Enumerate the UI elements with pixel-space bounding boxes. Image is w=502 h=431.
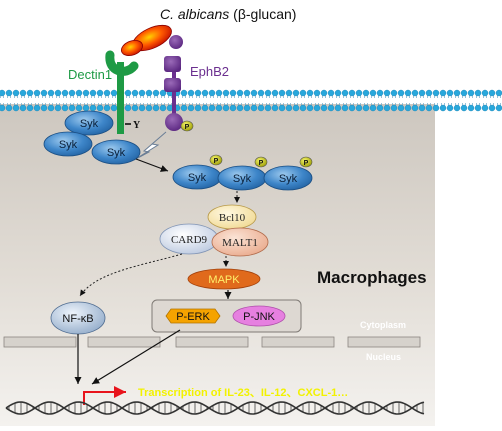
syk-activation-arrow	[135, 158, 169, 172]
phospho-syk-row: Syk P Syk P Syk P	[172, 154, 313, 191]
ephb2-label: EphB2	[190, 64, 229, 79]
syk-node	[43, 131, 93, 157]
syk-node-label: Syk	[233, 173, 252, 185]
malt1-node	[211, 227, 269, 257]
macrophages-label: Macrophages	[317, 268, 427, 287]
pjnk-node	[232, 305, 286, 327]
dna-helix	[5, 401, 425, 415]
pjnk-label: P-JNK	[243, 311, 275, 323]
phospho-badge	[299, 156, 313, 168]
transcription-label: Transcription of IL-23、IL-12、CXCL-1…	[138, 387, 348, 399]
syk-node-label: Syk	[188, 172, 207, 184]
card9-label: CARD9	[171, 234, 208, 246]
syk-node-label: Syk	[59, 139, 78, 151]
syk-node	[64, 110, 114, 136]
svg-text:P: P	[185, 124, 190, 131]
erk-jnk-to-dna-arrow	[91, 329, 181, 385]
phospho-badge-label: P	[214, 158, 219, 165]
nuclear-membrane	[3, 336, 421, 348]
phospho-badge	[209, 154, 223, 166]
ephb2-phospho-badge: P	[180, 120, 194, 132]
tyrosine-label: Y	[133, 120, 141, 131]
bcl10-label: Bcl10	[219, 212, 246, 224]
nucleus-label: Nucleus	[366, 352, 401, 362]
perk-label: P-ERK	[176, 311, 210, 323]
perk-node	[165, 308, 221, 324]
syk-cluster-membrane: Syk Syk Syk	[43, 110, 141, 165]
card9-to-nfkb-arrow	[79, 253, 183, 297]
dectin1-label: Dectin1	[68, 67, 112, 82]
syk-node-label: Syk	[279, 173, 298, 185]
cbm-complex: Bcl10 CARD9 MALT1	[159, 204, 269, 257]
mapk-node	[187, 268, 261, 290]
mapk-label: MAPK	[208, 274, 240, 286]
nfkb-label: NF-κB	[62, 313, 93, 325]
ephb2-receptor: EphB2 P	[164, 35, 229, 132]
beta-glucan-molecule	[120, 24, 172, 56]
promoter-arrow	[83, 386, 126, 405]
syk-node	[91, 139, 141, 165]
pathogen-title: C. albicans (β-glucan)	[160, 6, 296, 22]
phospho-badge-label: P	[304, 160, 309, 167]
syk-node-label: Syk	[107, 147, 126, 159]
phospho-badge	[254, 156, 268, 168]
malt1-label: MALT1	[222, 237, 258, 249]
syk-node-label: Syk	[80, 118, 99, 130]
phospho-badge-label: P	[259, 160, 264, 167]
syk-node	[263, 165, 313, 191]
dectin1-receptor: Dectin1 Y	[68, 50, 141, 134]
cytoplasm-label: Cytoplasm	[360, 320, 406, 330]
